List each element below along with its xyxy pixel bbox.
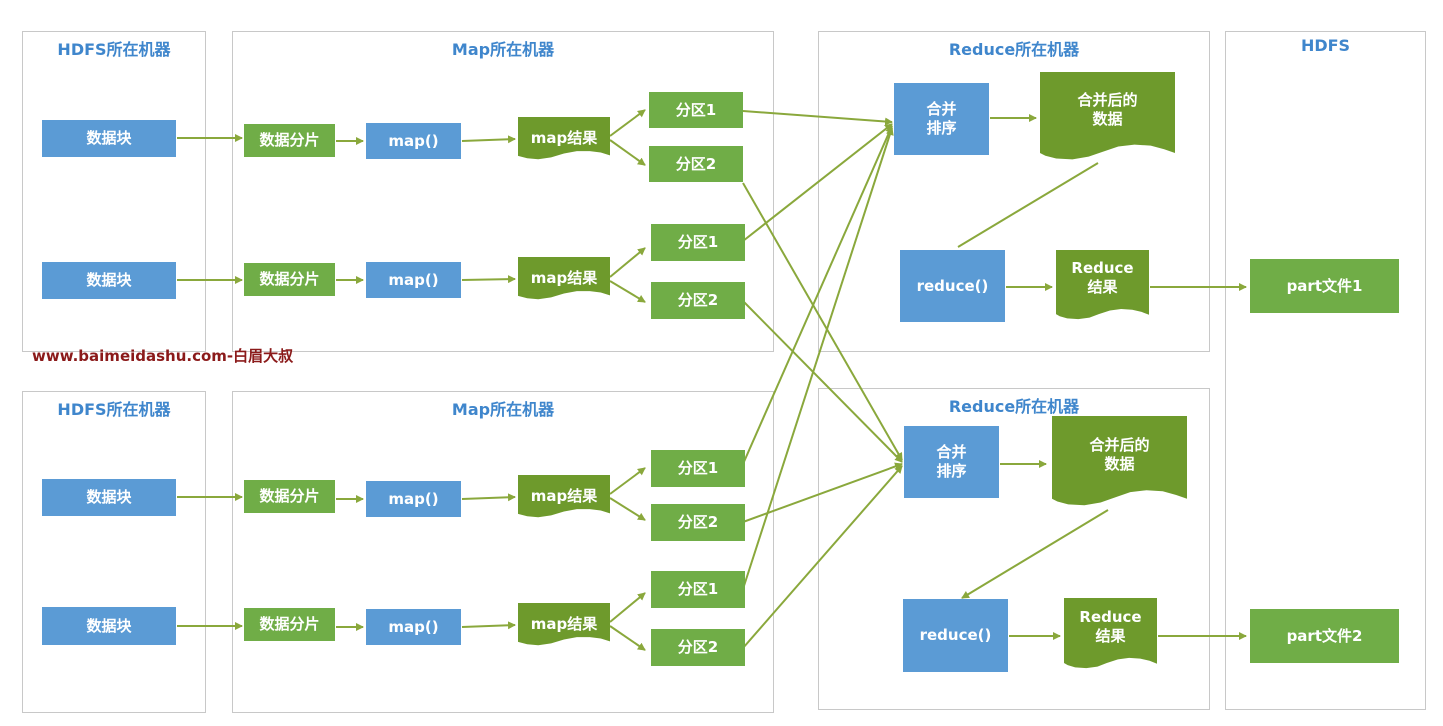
map-result-2: map结果 xyxy=(518,257,610,300)
hdfs-title: HDFS xyxy=(1300,36,1351,55)
reduce-result-2-line2: 结果 xyxy=(1095,626,1126,645)
split-2: 数据分片 xyxy=(244,263,335,296)
merge-sort-1-line2: 排序 xyxy=(926,119,957,137)
reduce-result-1-line2: 结果 xyxy=(1087,278,1118,296)
merge-sort-1: 合并 排序 xyxy=(894,83,989,155)
merge-sort-2: 合并 排序 xyxy=(904,426,999,498)
reduce-result-2: Reduce 结果 xyxy=(1064,598,1157,669)
reduce-func-2: reduce() xyxy=(903,599,1008,672)
reduce-machine-title-1: Reduce所在机器 xyxy=(948,40,1080,59)
merged-data-1-line2: 数据 xyxy=(1092,110,1123,128)
map-machine-panel-1: Map所在机器 xyxy=(232,31,774,352)
partition-2-4: 分区2 xyxy=(651,629,745,666)
merge-sort-2-line1: 合并 xyxy=(936,443,967,461)
part-file-2: part文件2 xyxy=(1250,609,1399,663)
split-1: 数据分片 xyxy=(244,124,335,157)
merged-data-2-line1: 合并后的 xyxy=(1089,436,1150,454)
partition-2-1: 分区2 xyxy=(649,146,743,182)
partition-2-2: 分区2 xyxy=(651,282,745,319)
reduce-result-2-line1: Reduce xyxy=(1079,607,1142,626)
data-block-4: 数据块 xyxy=(42,607,176,645)
hdfs-machine-title-2: HDFS所在机器 xyxy=(57,400,171,419)
merged-data-2-line2: 数据 xyxy=(1104,455,1135,473)
data-block-1: 数据块 xyxy=(42,120,176,157)
partition-2-3: 分区2 xyxy=(651,504,745,541)
partition-1-1: 分区1 xyxy=(649,92,743,128)
split-3: 数据分片 xyxy=(244,480,335,513)
watermark-text: www.baimeidashu.com-白眉大叔 xyxy=(32,347,294,365)
merged-data-1-line1: 合并后的 xyxy=(1077,91,1138,109)
data-block-3: 数据块 xyxy=(42,479,176,516)
reduce-result-1-line1: Reduce xyxy=(1071,259,1134,277)
map-machine-title-1: Map所在机器 xyxy=(451,40,555,59)
merged-data-1: 合并后的 数据 xyxy=(1040,72,1175,160)
map-func-3: map() xyxy=(366,481,461,517)
partition-1-2: 分区1 xyxy=(651,224,745,261)
map-func-1: map() xyxy=(366,123,461,159)
merged-data-2: 合并后的 数据 xyxy=(1052,416,1187,506)
partition-1-4: 分区1 xyxy=(651,571,745,608)
partition-1-3: 分区1 xyxy=(651,450,745,487)
part-file-1: part文件1 xyxy=(1250,259,1399,313)
reduce-result-1: Reduce 结果 xyxy=(1056,250,1149,320)
map-func-4: map() xyxy=(366,609,461,645)
data-block-2: 数据块 xyxy=(42,262,176,299)
hdfs-machine-title-1: HDFS所在机器 xyxy=(57,40,171,59)
merge-sort-1-line1: 合并 xyxy=(926,100,957,118)
hdfs-machine-panel-1: HDFS所在机器 xyxy=(22,31,206,352)
map-func-2: map() xyxy=(366,262,461,298)
reduce-func-1: reduce() xyxy=(900,250,1005,322)
hdfs-machine-panel-2: HDFS所在机器 xyxy=(22,391,206,713)
split-4: 数据分片 xyxy=(244,608,335,641)
map-machine-title-2: Map所在机器 xyxy=(451,400,555,419)
merge-sort-2-line2: 排序 xyxy=(936,462,967,480)
hdfs-panel: HDFS xyxy=(1225,31,1426,710)
reduce-machine-title-2: Reduce所在机器 xyxy=(948,397,1080,416)
